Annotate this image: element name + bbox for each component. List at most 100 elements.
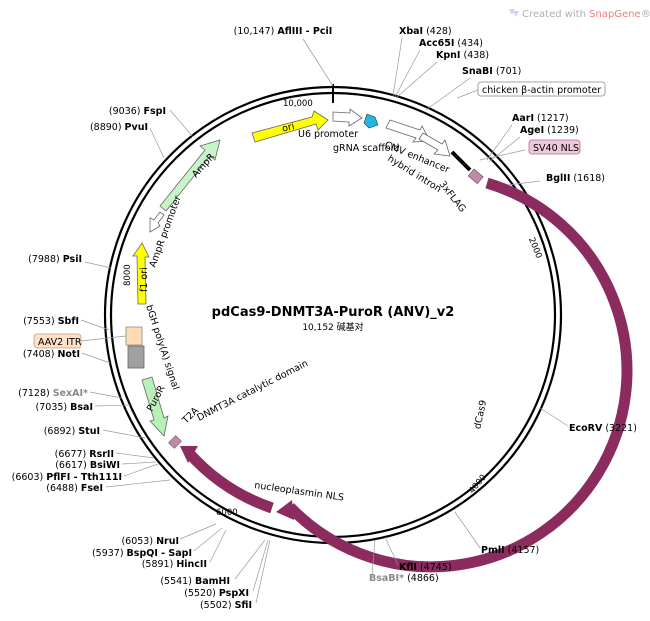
- feature-puror-arrow[interactable]: [141, 376, 169, 437]
- site-label-snabi[interactable]: SnaBI (701): [462, 66, 521, 77]
- site-leader-line: [193, 527, 223, 552]
- site-label-kfli[interactable]: KflI (4745): [399, 562, 452, 573]
- feature-grna-arrow[interactable]: [363, 113, 379, 129]
- svg-text:chicken β-actin promoter: chicken β-actin promoter: [482, 85, 601, 96]
- feature-dnmt3a-arrow[interactable]: [184, 449, 274, 514]
- site-leader-line: [209, 529, 227, 563]
- plasmid-name: pdCas9-DNMT3A-PuroR (ANV)_v2: [212, 305, 455, 320]
- feature-ori-top-arrow[interactable]: [251, 110, 329, 143]
- site-leader-line: [454, 511, 481, 549]
- site-leader-line: [105, 479, 171, 488]
- snapgene-logo-icon: [509, 9, 519, 17]
- site-leader-line: [371, 539, 376, 577]
- label-chicken-actin-box[interactable]: chicken β-actin promoter: [456, 81, 606, 99]
- label-3xflag: 3xFLAG: [437, 179, 468, 214]
- site-label-stui[interactable]: (6892) StuI: [44, 426, 100, 437]
- feature-bgh-block[interactable]: [127, 345, 145, 369]
- label-dcas9: dCas9: [472, 399, 489, 430]
- site-leader-line: [394, 49, 421, 98]
- site-leader-line: [89, 391, 123, 399]
- site-label-fsei[interactable]: (6488) FseI: [46, 483, 103, 494]
- site-leader-line: [179, 523, 217, 540]
- site-label-pmli[interactable]: PmlI (4157): [481, 545, 539, 556]
- site-leader-line: [488, 136, 521, 163]
- label-ori-top: ori: [281, 121, 296, 134]
- site-label-sexai-[interactable]: (7128) SexAI*: [18, 388, 88, 399]
- site-label-psii[interactable]: (7988) PsiI: [28, 254, 82, 265]
- label-sv40-nls-box[interactable]: SV40 NLS: [479, 139, 581, 161]
- label-dnmt3a: DNMT3A catalytic domain: [195, 358, 310, 424]
- label-grna-scaffold: gRNA scaffold: [333, 143, 399, 154]
- site-leader-line: [507, 180, 541, 186]
- svg-text:AAV2 ITR: AAV2 ITR: [38, 337, 82, 348]
- feature-3xflag-block[interactable]: [467, 168, 484, 185]
- site-label-kpni[interactable]: KpnI (438): [436, 50, 489, 61]
- site-label-bamhi[interactable]: (5541) BamHI: [160, 576, 230, 587]
- site-label-agei[interactable]: AgeI (1239): [520, 125, 579, 136]
- tick-6000: 6000: [216, 508, 238, 518]
- site-leader-line: [81, 352, 111, 364]
- site-label-pflfi-tth111i[interactable]: (6603) PflFI - Tth111I: [12, 472, 122, 483]
- site-leader-line: [169, 109, 194, 138]
- site-label-bsabi-[interactable]: BsaBI* (4866): [369, 573, 439, 584]
- site-leader-line: [115, 452, 155, 459]
- site-label-bglii[interactable]: BglII (1618): [546, 173, 605, 184]
- svg-text:SV40 NLS: SV40 NLS: [533, 143, 579, 154]
- site-label-xbai[interactable]: XbaI (428): [399, 26, 452, 37]
- site-label-sbfi[interactable]: (7553) SbfI: [23, 316, 79, 327]
- site-leader-line: [252, 539, 269, 592]
- site-leader-line: [84, 261, 112, 269]
- label-t2a: T2A: [180, 405, 202, 427]
- label-f1-ori: f1 ori: [139, 267, 150, 292]
- site-label-acc65i[interactable]: Acc65I (434): [419, 38, 483, 49]
- feature-ampr-arrow[interactable]: [159, 139, 221, 212]
- site-label-bsai[interactable]: (7035) BsaI: [36, 402, 93, 413]
- feature-dcas9-arrow[interactable]: [286, 177, 633, 573]
- site-leader-line: [255, 539, 271, 604]
- site-leader-line: [149, 127, 165, 159]
- feature-u6-arrow[interactable]: [332, 108, 363, 127]
- tick-10000: 10,000: [283, 99, 313, 109]
- site-leader-line: [234, 539, 266, 580]
- site-leader-line: [80, 319, 110, 331]
- site-label-fspi[interactable]: (9036) FspI: [109, 106, 166, 117]
- site-label-aari[interactable]: AarI (1217): [512, 113, 569, 124]
- feature-flag-bar: [450, 150, 472, 172]
- site-label-bsiwi[interactable]: (6617) BsiWI: [55, 460, 120, 471]
- site-label-hincii[interactable]: (5891) HincII: [142, 559, 207, 570]
- snapgene-watermark: Created with SnapGene®: [509, 9, 650, 20]
- site-label-sfii[interactable]: (5502) SfiI: [200, 600, 252, 611]
- plasmid-size: 10,152 碱基对: [302, 321, 363, 333]
- feature-t2a-block[interactable]: [168, 435, 182, 449]
- site-leader-line: [539, 407, 569, 427]
- site-label-noti[interactable]: (7408) NotI: [23, 349, 80, 360]
- site-label-pspxi[interactable]: (5520) PspXI: [184, 588, 249, 599]
- site-leader-line: [102, 429, 146, 439]
- feature-f1-ori-arrow[interactable]: [132, 242, 150, 305]
- site-label-nrui[interactable]: (6053) NruI: [121, 536, 179, 547]
- site-label-bspqi-sapi[interactable]: (5937) BspQI - SapI: [92, 548, 192, 559]
- feature-dnmt3a-head: [180, 446, 198, 463]
- site-leader-line: [384, 536, 399, 566]
- site-leader-line: [425, 77, 471, 111]
- label-aav2-itr-box[interactable]: AAV2 ITR: [33, 333, 127, 349]
- site-leader-line: [123, 463, 159, 477]
- site-label-afliii-pcii[interactable]: (10,147) AflIII - PciI: [234, 26, 333, 37]
- site-label-ecorv[interactable]: EcoRV (3221): [569, 423, 637, 434]
- restriction-sites: (10,147) AflIII - PciI XbaI (428)Acc65I (…: [12, 26, 637, 611]
- site-label-rsrii[interactable]: (6677) RsrII: [55, 449, 114, 460]
- site-leader-line: [94, 404, 131, 407]
- site-leader-line: [486, 124, 513, 161]
- site-leader-line: [302, 38, 334, 87]
- watermark-text: Created with SnapGene®: [522, 9, 650, 20]
- feature-ampr-promoter-arrow[interactable]: [149, 211, 165, 233]
- feature-cmv-arrow[interactable]: [385, 119, 431, 143]
- site-label-pvui[interactable]: (8890) PvuI: [90, 122, 148, 133]
- feature-dcas9-head: [276, 500, 294, 520]
- label-nucleoplasmin-nls: nucleoplasmin NLS: [254, 480, 345, 503]
- label-u6-promoter: U6 promoter: [298, 129, 358, 140]
- tick-8000: 8000: [123, 264, 133, 286]
- feature-chicken-actin-arrow[interactable]: [418, 132, 451, 157]
- feature-aav2-itr-block[interactable]: [125, 326, 143, 346]
